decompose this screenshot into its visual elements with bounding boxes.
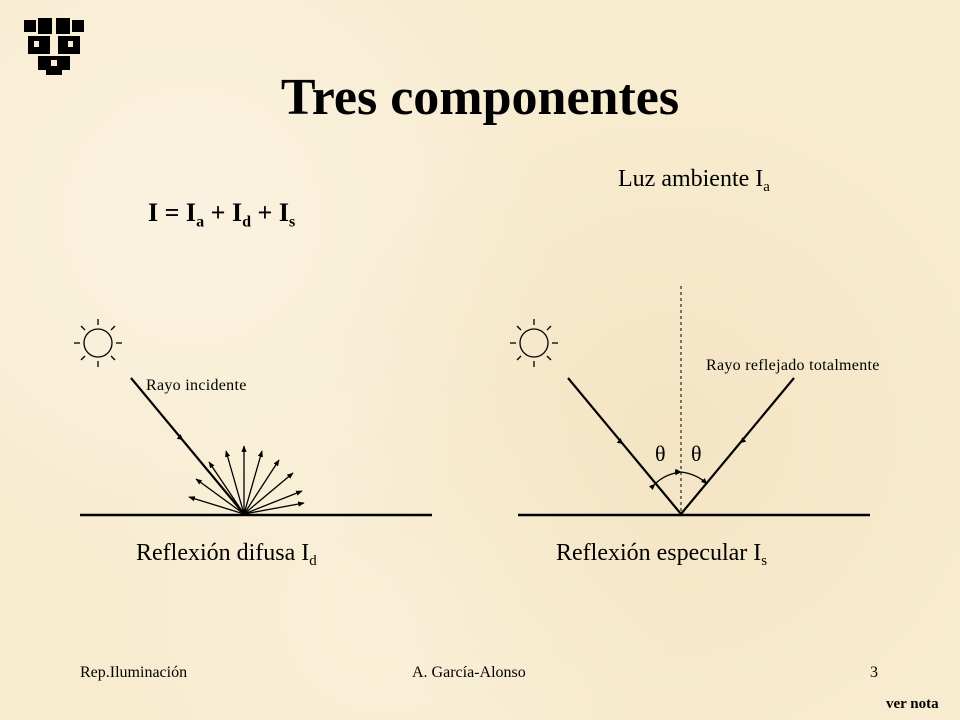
sun-icon	[74, 319, 122, 367]
sun-icon	[510, 319, 558, 367]
incident-ray	[130, 377, 245, 515]
angle-arc-left	[649, 470, 682, 490]
slide-title: Tres componentes	[280, 69, 680, 126]
specular-reflection-caption: Reflexión especular Is	[556, 540, 768, 570]
intensity-equation: I = Ia + Id + Is	[148, 198, 296, 231]
footer-course: Rep.Iluminación	[80, 664, 188, 681]
reflected-ray-label: Rayo reflejado totalmente	[706, 357, 880, 374]
theta-reflected-label: θ	[691, 441, 702, 466]
view-note-link[interactable]: ver nota	[886, 696, 939, 712]
university-logo-icon	[24, 18, 84, 75]
angle-arc-right	[674, 468, 708, 485]
footer-page-number: 3	[870, 664, 878, 681]
incident-ray-label: Rayo incidente	[146, 377, 247, 394]
diffuse-rays	[188, 445, 305, 515]
footer-author: A. García-Alonso	[412, 664, 526, 681]
reflected-ray	[680, 377, 795, 515]
diffuse-reflection-caption: Reflexión difusa Id	[136, 540, 317, 570]
specular-incident-ray	[567, 377, 682, 515]
ambient-light-label: Luz ambiente Ia	[618, 166, 770, 196]
theta-incident-label: θ	[655, 441, 666, 466]
